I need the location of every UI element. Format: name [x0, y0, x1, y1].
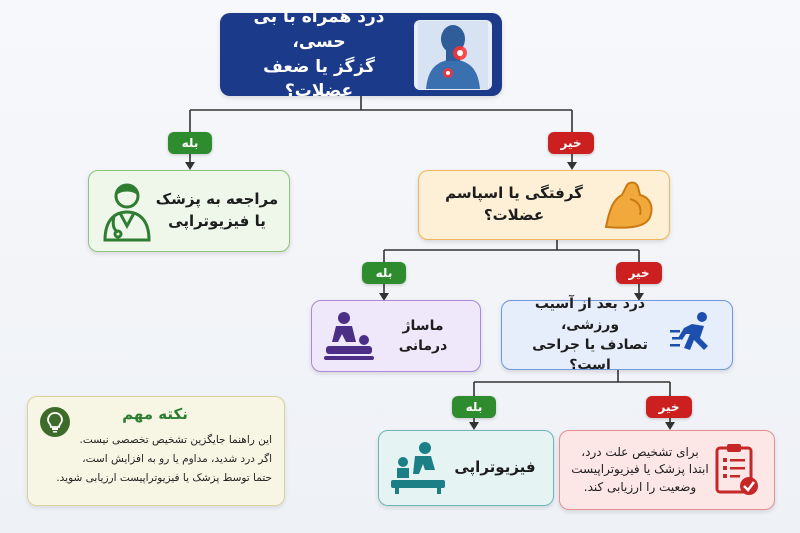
physiotherapy-box: فیزیوتراپی: [378, 430, 554, 506]
doctor-line-1: مراجعه به پزشک: [155, 190, 279, 209]
injury-line-1: درد بعد از آسیب ورزشی،: [534, 296, 646, 333]
lightbulb-icon: [40, 407, 70, 437]
injury-question-box: درد بعد از آسیب ورزشی، تصادف یا جراحی اس…: [501, 296, 733, 373]
diagnose-line-3: وضعیت را ارزیابی کند.: [583, 479, 697, 494]
root-question-box: درد همراه با بی حسی، گزگز یا ضعف عضلات؟: [220, 7, 502, 101]
injury-line-2: تصادف یا جراحی است؟: [532, 337, 648, 374]
root-line-2: گزگز یا ضعف عضلات؟: [263, 56, 375, 102]
note-line-3: حتما توسط پزشک یا فیزیوتراپیست ارزیابی ش…: [56, 471, 272, 484]
root-line-1: درد همراه با بی حسی،: [253, 7, 385, 52]
neck-pain-icon: [414, 19, 492, 90]
no-label-2: خیر: [616, 262, 662, 284]
yes-label-2: بله: [362, 262, 406, 284]
note-line-2: اگر درد شدید، مداوم یا رو به افزایش است،: [82, 452, 272, 465]
physiotherapy-icon: [389, 438, 447, 498]
running-icon: [668, 307, 722, 363]
clipboard-check-icon: [710, 440, 764, 500]
note-line-1: این راهنما جایگزین تشخیص تخصصی نیست.: [79, 434, 272, 446]
massage-text: ماساژ درمانی: [398, 317, 448, 354]
cramp-text: گرفتگی یا اسپاسم عضلات؟: [445, 184, 583, 224]
diagnose-box: برای تشخیص علت درد، ابتدا پزشک یا فیزیوت…: [559, 430, 775, 510]
no-label-1: خیر: [548, 132, 594, 154]
physio-text: فیزیوتراپی: [454, 458, 536, 477]
flexed-arm-icon: [599, 175, 659, 235]
cramp-question-box: گرفتگی یا اسپاسم عضلات؟: [418, 170, 670, 240]
doctor-icon: [99, 179, 155, 243]
yes-label-3: بله: [452, 396, 496, 418]
important-note-box: نکته مهم این راهنما جایگزین تشخیص تخصصی …: [27, 396, 285, 506]
massage-box: ماساژ درمانی: [311, 300, 481, 372]
diagnose-line-2: ابتدا پزشک یا فیزیوتراپیست: [571, 462, 709, 477]
doctor-line-2: یا فیزیوتراپی: [168, 212, 266, 230]
yes-label-1: بله: [168, 132, 212, 154]
massage-icon: [322, 308, 376, 364]
diagnose-line-1: برای تشخیص علت درد،: [581, 444, 699, 459]
doctor-box: مراجعه به پزشک یا فیزیوتراپی: [88, 170, 290, 252]
note-title: نکته مهم: [122, 405, 188, 423]
no-label-3: خیر: [646, 396, 692, 418]
